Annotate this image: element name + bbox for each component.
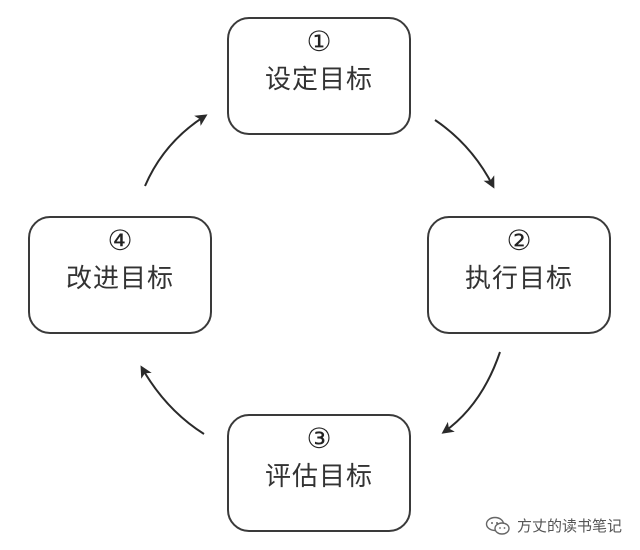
node-label: 评估目标 (264, 462, 373, 492)
node-number: ③ (306, 422, 332, 455)
node-number: ④ (107, 224, 133, 257)
arrow-set-to-execute (434, 119, 495, 189)
arrow-improve-to-set (144, 114, 208, 187)
node-improve-goal: ④ 改进目标 (28, 216, 212, 334)
arrow-evaluate-to-improve (140, 365, 205, 435)
node-evaluate-goal: ③ 评估目标 (227, 414, 411, 532)
watermark-text: 方丈的读书笔记 (516, 517, 622, 535)
node-number: ② (506, 224, 532, 257)
node-label: 改进目标 (65, 264, 174, 294)
arrow-execute-to-evaluate (441, 351, 501, 434)
node-execute-goal: ② 执行目标 (427, 216, 611, 334)
watermark: 方丈的读书笔记 (485, 515, 622, 536)
node-set-goal: ① 设定目标 (227, 17, 411, 135)
node-number: ① (306, 25, 332, 58)
node-label: 设定目标 (264, 65, 373, 95)
wechat-icon (485, 516, 510, 535)
node-label: 执行目标 (464, 264, 573, 294)
